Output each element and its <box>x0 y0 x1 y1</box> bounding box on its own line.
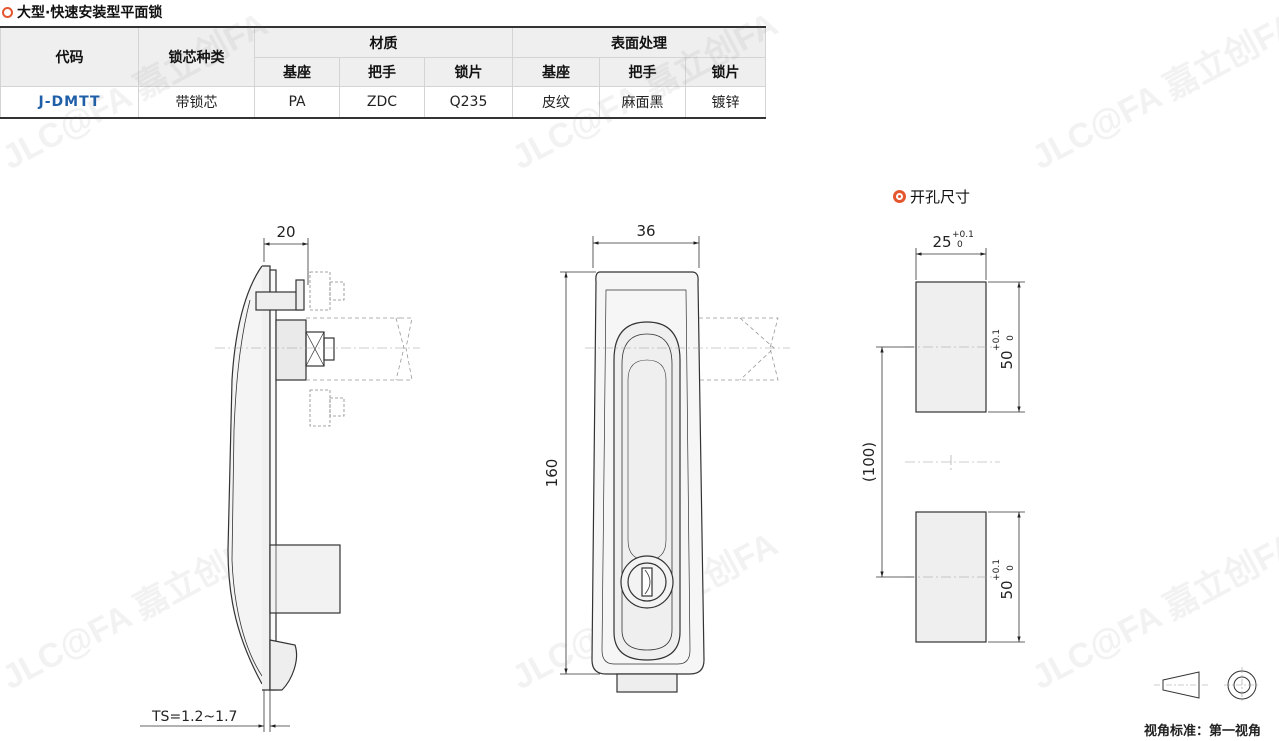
cell-handle-material: ZDC <box>339 86 425 119</box>
dim-hole-width: 25 <box>932 233 951 251</box>
hole-size-label: 开孔尺寸 <box>893 186 970 207</box>
hole-size-text: 开孔尺寸 <box>910 188 971 206</box>
cell-core-type: 带锁芯 <box>138 86 255 119</box>
view-standard-label: 视角标准：第一视角 <box>1144 724 1262 739</box>
dim-hole-height-bottom: 50 <box>998 580 1016 599</box>
header-material: 材质 <box>254 26 513 58</box>
svg-text:JLC@FA 嘉立创FA: JLC@FA 嘉立创FA <box>1026 5 1279 177</box>
dim-front-height: 160 <box>543 459 561 488</box>
subheader-handle: 把手 <box>339 57 425 87</box>
first-angle-projection-icon <box>1154 667 1260 703</box>
table-row: J-DMTT 带锁芯 PA ZDC Q235 皮纹 麻面黑 镀锌 <box>0 86 766 119</box>
side-view <box>140 238 420 732</box>
cell-handle-surface: 麻面黑 <box>599 86 686 119</box>
svg-text:JLC@FA 嘉立创FA: JLC@FA 嘉立创FA <box>506 5 784 177</box>
dim-front-width: 36 <box>636 222 655 240</box>
dim-hole-height-bottom-tol-upper: +0.1 <box>992 559 1002 581</box>
hole-cutout-view <box>876 248 1025 643</box>
dim-hole-height-top-tol-upper: +0.1 <box>992 329 1002 351</box>
title-row: 大型·快速安装型平面锁 <box>2 2 162 22</box>
header-code: 代码 <box>0 26 139 87</box>
svg-text:JLC@FA 嘉立创FA: JLC@FA 嘉立创FA <box>0 5 274 177</box>
dim-hole-height-bottom-tol-lower: 0 <box>1006 565 1016 571</box>
subheader-plate: 锁片 <box>424 57 513 87</box>
subheader-base: 基座 <box>254 57 340 87</box>
target-bullet-icon <box>893 190 906 203</box>
dim-hole-pitch: (100) <box>860 442 878 482</box>
dim-hole-height-top-tol-lower: 0 <box>1006 335 1016 341</box>
dim-hole-width-tol-lower: 0 <box>957 240 963 250</box>
cell-plate-material: Q235 <box>424 86 513 119</box>
dim-side-width: 20 <box>276 223 295 241</box>
page-title: 大型·快速安装型平面锁 <box>17 5 163 21</box>
spec-table: 代码 锁芯种类 材质 表面处理 基座 把手 锁片 基座 把手 锁片 J-DMTT… <box>0 26 766 119</box>
dim-hole-height-top: 50 <box>998 350 1016 369</box>
subheader-surface-handle: 把手 <box>599 57 686 87</box>
ring-bullet-icon <box>2 6 13 18</box>
cell-code: J-DMTT <box>0 86 139 119</box>
header-surface: 表面处理 <box>512 26 766 58</box>
header-core-type: 锁芯种类 <box>138 26 255 87</box>
dim-hole-width-tol-upper: +0.1 <box>952 230 974 240</box>
front-view <box>560 236 790 693</box>
subheader-surface-plate: 锁片 <box>685 57 766 87</box>
dim-ts: TS=1.2~1.7 <box>151 709 237 725</box>
cell-plate-surface: 镀锌 <box>685 86 766 119</box>
cell-base-material: PA <box>254 86 340 119</box>
